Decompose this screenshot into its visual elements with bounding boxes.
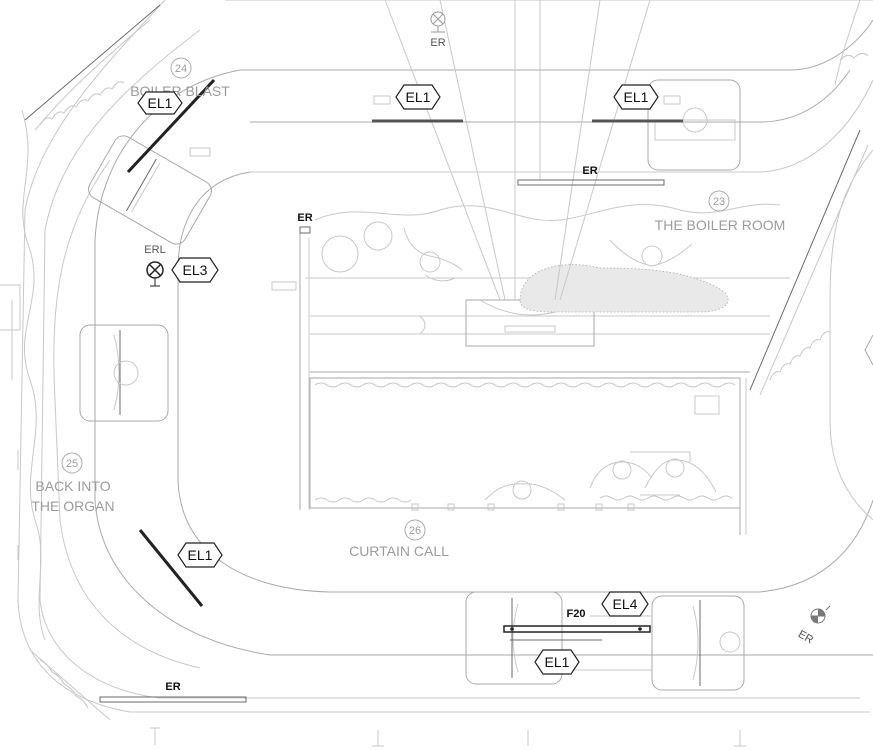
er-strip-bottom [99,696,247,703]
er-strip-top [517,179,665,186]
svg-text:26: 26 [409,525,421,537]
light-beams [384,0,651,301]
room-25-label: 25 BACK INTO THE ORGAN [31,452,115,514]
light-fixtures [99,78,683,703]
er-label-top: ER [430,37,445,49]
room-26-label: 26 CURTAIN CALL [349,519,449,559]
f20-label: F20 [567,608,586,620]
er-label-box: ER [297,212,312,224]
er-symbol-right [810,605,831,624]
tag-el1-bottom: EL1 [534,649,580,675]
svg-text:EL1: EL1 [148,95,173,111]
fixture-line [126,78,216,174]
er-label-strip-top: ER [582,165,597,177]
svg-text:CURTAIN CALL: CURTAIN CALL [349,543,449,559]
room-23-label: 23 THE BOILER ROOM [655,190,786,233]
svg-text:EL1: EL1 [188,547,213,563]
svg-text:23: 23 [713,196,725,208]
fixture-line [138,529,204,607]
er-label-bottom: ER [165,681,180,693]
erl-symbol [146,261,164,287]
erl-label: ERL [144,244,165,256]
svg-text:EL1: EL1 [406,89,431,105]
svg-text:THE ORGAN: THE ORGAN [31,498,114,514]
tag-el1-top-center: EL1 [395,84,441,110]
tag-el4: EL4 [601,591,649,617]
svg-text:EL4: EL4 [613,596,638,612]
tag-el1-left: EL1 [137,91,183,115]
boiler-room-scenery [271,203,790,535]
ride-vehicles [79,79,745,691]
svg-text:THE BOILER ROOM: THE BOILER ROOM [655,217,786,233]
svg-text:EL1: EL1 [624,89,649,105]
tag-el1-top-right: EL1 [613,84,659,110]
f20-fixture [503,625,651,633]
er-small-box [299,226,311,234]
tag-el3: EL3 [171,257,219,283]
er-label-right: ER [796,628,815,646]
svg-text:24: 24 [175,63,187,75]
svg-text:25: 25 [66,458,78,470]
tag-el1-left-bottom: EL1 [177,542,223,568]
er-symbol-top [430,11,446,33]
svg-text:EL1: EL1 [545,654,570,670]
svg-text:EL3: EL3 [183,262,208,278]
svg-text:BACK INTO: BACK INTO [35,478,110,494]
